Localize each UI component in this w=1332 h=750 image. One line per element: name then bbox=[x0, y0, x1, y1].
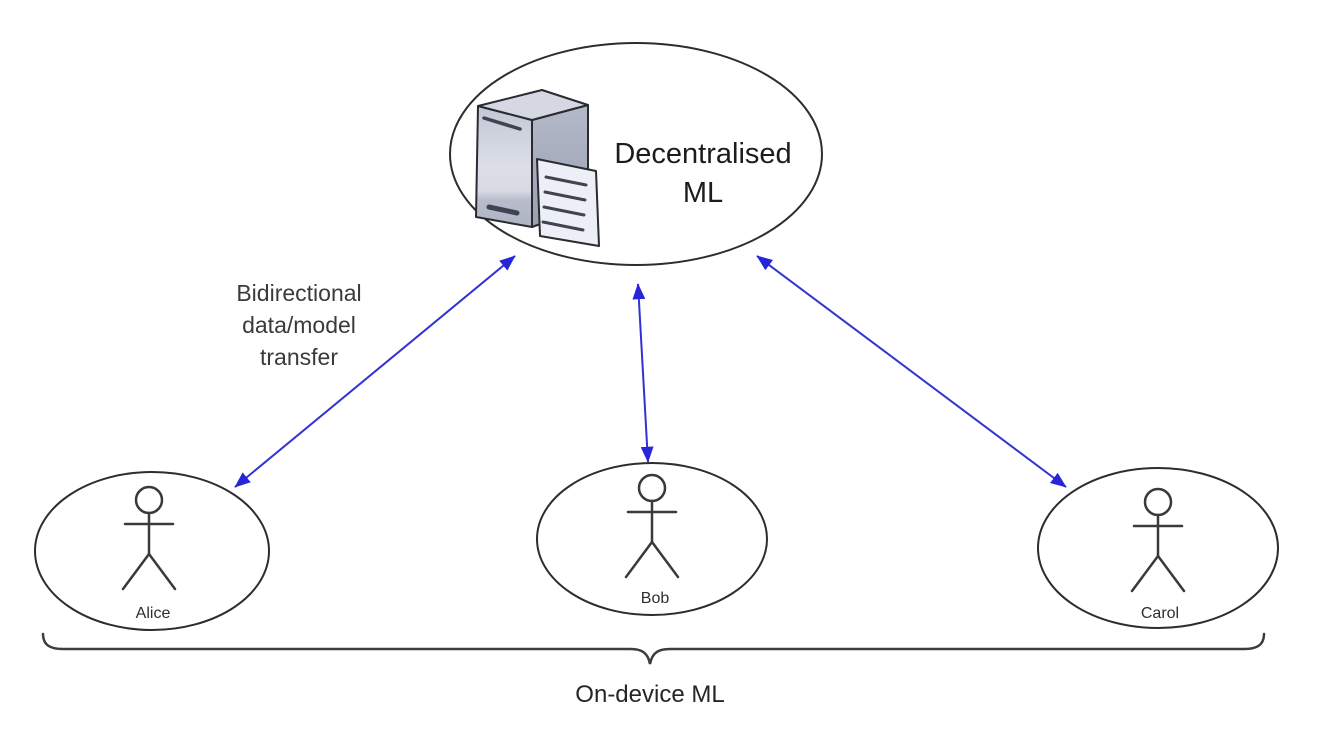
server-icon bbox=[475, 89, 600, 247]
central-node-label-line1: Decentralised bbox=[614, 138, 791, 170]
edge-central-alice bbox=[234, 255, 516, 488]
document-icon bbox=[536, 158, 600, 247]
edge-label-line1: Bidirectional bbox=[236, 280, 361, 306]
device-node-bob: Bob bbox=[536, 462, 768, 616]
edge-central-carol bbox=[756, 255, 1067, 488]
central-node-label-line2: ML bbox=[683, 177, 723, 209]
bob-label: Bob bbox=[641, 590, 670, 607]
device-node-carol: Carol bbox=[1037, 467, 1279, 629]
alice-ellipse bbox=[34, 471, 270, 631]
edge-label-line2: data/model bbox=[242, 312, 356, 338]
edge-label: Bidirectional data/model transfer bbox=[236, 280, 361, 370]
central-node: Decentralised ML bbox=[449, 42, 823, 266]
on-device-ml-label: On-device ML bbox=[575, 681, 724, 708]
carol-label: Carol bbox=[1141, 605, 1179, 622]
edge-central-bob bbox=[632, 283, 654, 463]
alice-label: Alice bbox=[136, 605, 171, 622]
underbrace bbox=[41, 632, 1266, 665]
edges bbox=[234, 255, 1067, 488]
edge-label-line3: transfer bbox=[260, 344, 338, 370]
device-node-alice: Alice bbox=[34, 471, 270, 631]
